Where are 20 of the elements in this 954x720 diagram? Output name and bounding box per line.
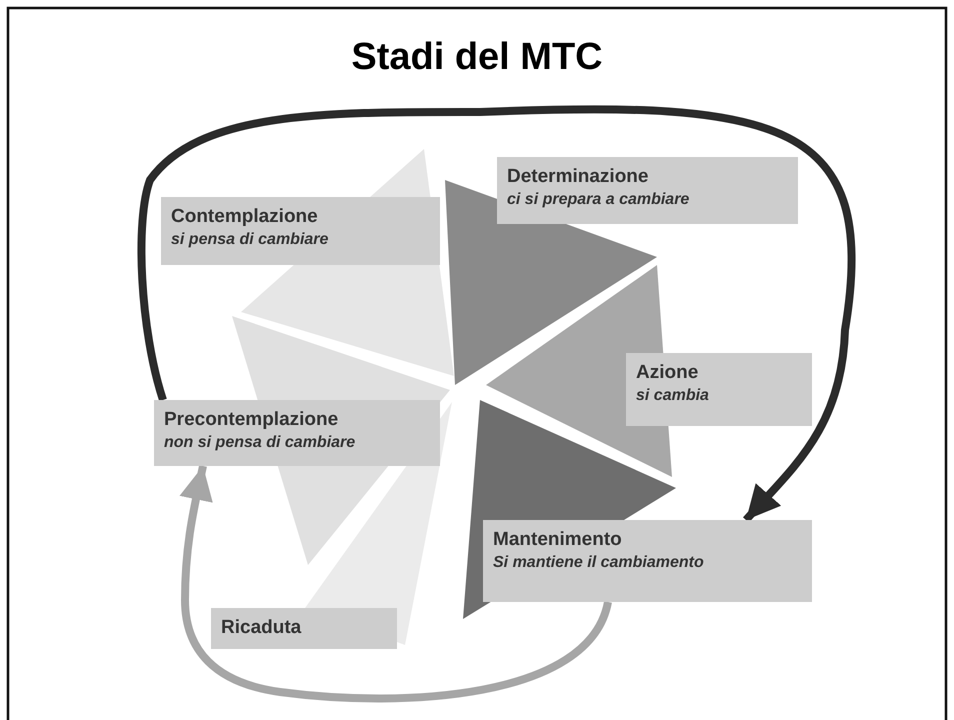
stage-label-box bbox=[497, 157, 798, 224]
stage-name: Mantenimento bbox=[493, 528, 623, 552]
stage-name: Contemplazione bbox=[171, 205, 319, 229]
stage-description: Si mantiene il cambiamento bbox=[493, 553, 705, 573]
cycle-arrow bbox=[179, 465, 612, 702]
stage-label-box bbox=[161, 197, 440, 265]
title: Stadi del MTC bbox=[351, 36, 603, 78]
stage-label-box bbox=[483, 520, 812, 602]
stage-label-box bbox=[626, 353, 812, 426]
cycle-arrow bbox=[138, 105, 855, 523]
stage-description: si pensa di cambiare bbox=[171, 230, 330, 250]
stage-description: si cambia bbox=[636, 386, 710, 406]
stage-label-box bbox=[211, 608, 397, 649]
stage-description: non si pensa di cambiare bbox=[164, 433, 356, 453]
stage-label-box bbox=[154, 400, 440, 466]
stage-description: ci si prepara a cambiare bbox=[507, 190, 690, 210]
stage-name: Azione bbox=[636, 361, 700, 385]
stage-name: Precontemplazione bbox=[164, 408, 340, 432]
stage-name: Determinazione bbox=[507, 165, 650, 189]
stage-name: Ricaduta bbox=[221, 616, 302, 640]
